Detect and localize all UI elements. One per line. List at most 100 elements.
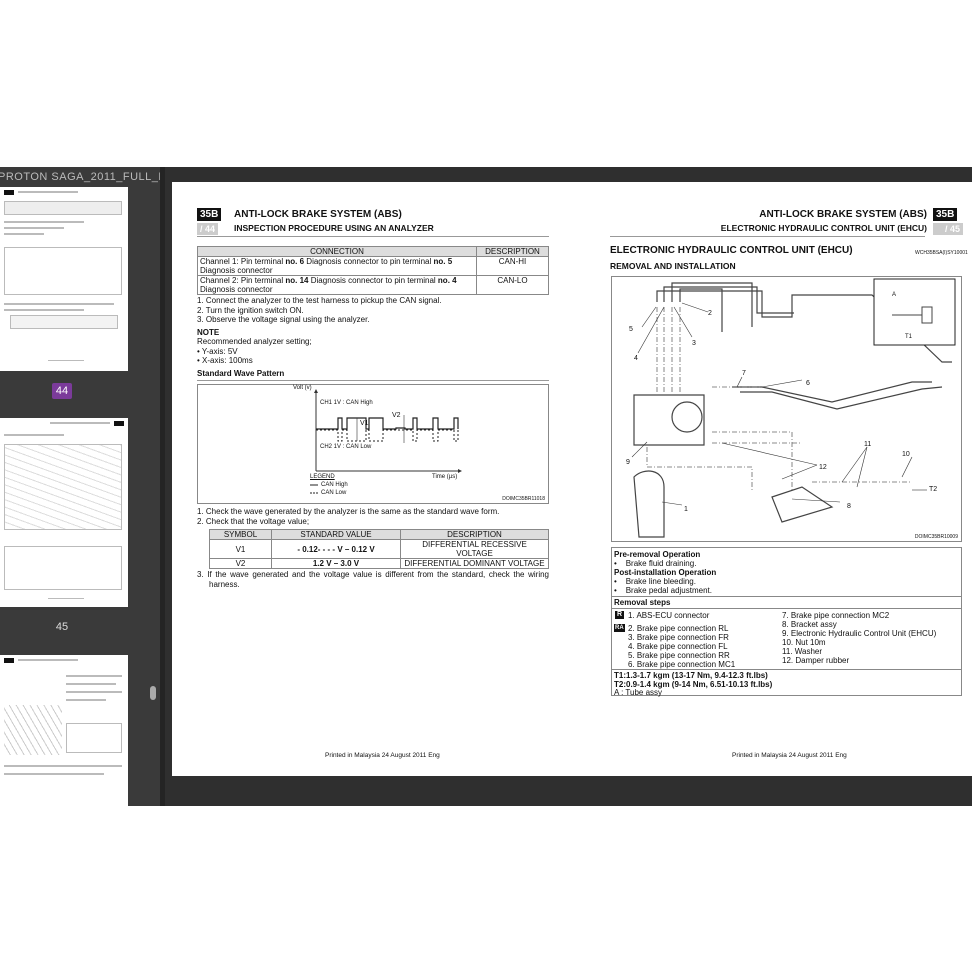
note-title: NOTE (197, 327, 220, 337)
removal-step: 1. ABS-ECU connector (628, 611, 710, 620)
removal-steps-title: Removal steps (614, 598, 671, 607)
x-axis-label: Time (µs) (432, 474, 458, 480)
legend-high: CAN High (321, 482, 348, 488)
step: 2. Turn the ignition switch ON. (197, 305, 304, 315)
callout-a: A (892, 292, 897, 298)
ch2-label: CH2 1V : CAN Low (320, 444, 372, 450)
removal-step: 2. Brake pipe connection RL (628, 624, 729, 633)
legend-title: LEGEND (310, 474, 335, 480)
section-badge: 35B (933, 208, 958, 221)
note-text: Recommended analyzer setting; (197, 337, 312, 346)
callout-5: 5 (629, 326, 633, 333)
wave-pattern-figure: Volt (v) CH1 1V : CAN High V1 V2 CH2 1V … (197, 384, 549, 504)
page-subtitle: INSPECTION PROCEDURE USING AN ANALYZER (234, 223, 434, 233)
removal-step: 12. Damper rubber (782, 656, 850, 665)
callout-6: 6 (806, 380, 810, 387)
sidebar-divider[interactable] (160, 167, 165, 806)
pre-removal-item: • Brake fluid draining. (614, 559, 697, 568)
post-install-title: Post-installation Operation (614, 568, 717, 577)
callout-3: 3 (692, 340, 696, 347)
figure-code: DOIMC35BR11018 (502, 496, 545, 502)
thumbnail-page-number[interactable]: 45 (55, 621, 69, 633)
ehcu-drawing (631, 278, 956, 538)
note-item: • X-axis: 100ms (197, 356, 253, 365)
section-code: WCH35BSA(I)SY10001 (915, 250, 968, 256)
thumbnail-page-44[interactable] (0, 187, 128, 371)
column-header: SYMBOL (209, 529, 272, 540)
tube-assy-note: A : Tube assy (614, 688, 663, 697)
table-row: Channel 2: Pin terminal no. 14 Diagnosis… (197, 275, 549, 295)
thumbnail-page-45[interactable] (0, 418, 128, 607)
document-title: PROTON SAGA_2011_FULL_FSM (0, 171, 160, 183)
torque-t2: T2:0.9-1.4 kgm (9-14 Nm, 6.51-10.13 ft.l… (614, 680, 773, 689)
y-axis-label: Volt (v) (293, 385, 312, 391)
reassembly-mark-r: R (615, 611, 625, 619)
removal-step: 7. Brake pipe connection MC2 (782, 611, 890, 620)
figure-code: DOIMC35BR10009 (914, 534, 958, 540)
callout-9: 9 (626, 459, 630, 466)
scrollbar-thumb[interactable] (150, 686, 156, 700)
thumbnail-page-number[interactable]: 44 (52, 383, 72, 399)
torque-t1: T1:1.3-1.7 kgm (13-17 Nm, 9.4-12.3 ft.lb… (614, 671, 768, 680)
callout-8: 8 (847, 503, 851, 510)
step: 1. Connect the analyzer to the test harn… (197, 296, 442, 305)
column-header: DESCRIPTION (400, 529, 549, 540)
removal-step: 5. Brake pipe connection RR (628, 651, 730, 660)
step: 3. If the wave generated and the voltage… (197, 570, 549, 589)
callout-t2: T2 (929, 486, 938, 493)
post-install-item: • Brake pedal adjustment. (614, 586, 712, 595)
section-heading: ELECTRONIC HYDRAULIC CONTROL UNIT (EHCU) (610, 245, 853, 256)
column-header: DESCRIPTION (476, 246, 549, 257)
step: 2. Check that the voltage value; (197, 516, 310, 526)
note-item: • Y-axis: 5V (197, 346, 238, 356)
ch1-label: CH1 1V : CAN High (320, 400, 373, 406)
table-row: Channel 1: Pin terminal no. 6 Diagnosis … (197, 256, 549, 276)
page-footer: Printed in Malaysia 24 August 2011 Eng (732, 752, 847, 759)
removal-step: 9. Electronic Hydraulic Control Unit (EH… (782, 629, 937, 638)
removal-step: 11. Washer (782, 647, 823, 656)
callout-t1: T1 (905, 334, 913, 340)
wave-diagram (310, 389, 462, 494)
thumbnail-page-46[interactable] (0, 655, 128, 806)
removal-step: 8. Bracket assy (782, 620, 837, 629)
callout-7: 7 (742, 370, 746, 377)
removal-step: 4. Brake pipe connection FL (628, 642, 728, 651)
legend-low: CAN Low (321, 490, 347, 496)
v1-label: V1 (360, 420, 369, 427)
page-spread: 35B / 44 ANTI-LOCK BRAKE SYSTEM (ABS) IN… (172, 182, 972, 776)
callout-1: 1 (684, 506, 688, 513)
callout-2: 2 (708, 310, 712, 317)
v2-label: V2 (392, 412, 401, 419)
step: 1. Check the wave generated by the analy… (197, 507, 500, 516)
removal-step: 6. Brake pipe connection MC1 (628, 660, 736, 669)
reassembly-mark-ra: RA (614, 624, 625, 632)
pre-removal-title: Pre-removal Operation (614, 550, 701, 559)
page-badge: / 44 (197, 223, 219, 235)
callout-4: 4 (634, 355, 638, 362)
post-install-item: • Brake line bleeding. (614, 577, 696, 586)
page-subtitle: ELECTRONIC HYDRAULIC CONTROL UNIT (EHCU) (720, 223, 927, 233)
wave-heading: Standard Wave Pattern (197, 369, 549, 381)
page-title: ANTI-LOCK BRAKE SYSTEM (ABS) (234, 209, 402, 220)
page-footer: Printed in Malaysia 24 August 2011 Eng (325, 752, 440, 759)
callout-12: 12 (819, 464, 827, 471)
thumbnail-sidebar: PROTON SAGA_2011_FULL_FSM 44 45 (0, 167, 160, 806)
column-header: STANDARD VALUE (271, 529, 401, 540)
page-badge: / 45 (933, 223, 963, 235)
section-subheading: REMOVAL AND INSTALLATION (610, 261, 736, 271)
ehcu-exploded-diagram: 5 2 3 4 7 6 9 1 12 11 10 T2 8 A T1 DOIMC… (611, 276, 962, 542)
callout-10: 10 (902, 451, 910, 458)
column-header: CONNECTION (197, 246, 477, 257)
section-badge: 35B (197, 208, 222, 221)
removal-step: 10. Nut 10m (782, 638, 826, 647)
page-title: ANTI-LOCK BRAKE SYSTEM (ABS) (759, 209, 927, 220)
removal-step: 3. Brake pipe connection FR (628, 633, 729, 642)
step: 3. Observe the voltage signal using the … (197, 315, 370, 324)
procedure-box: Pre-removal Operation • Brake fluid drai… (611, 547, 962, 697)
callout-11: 11 (864, 441, 872, 448)
